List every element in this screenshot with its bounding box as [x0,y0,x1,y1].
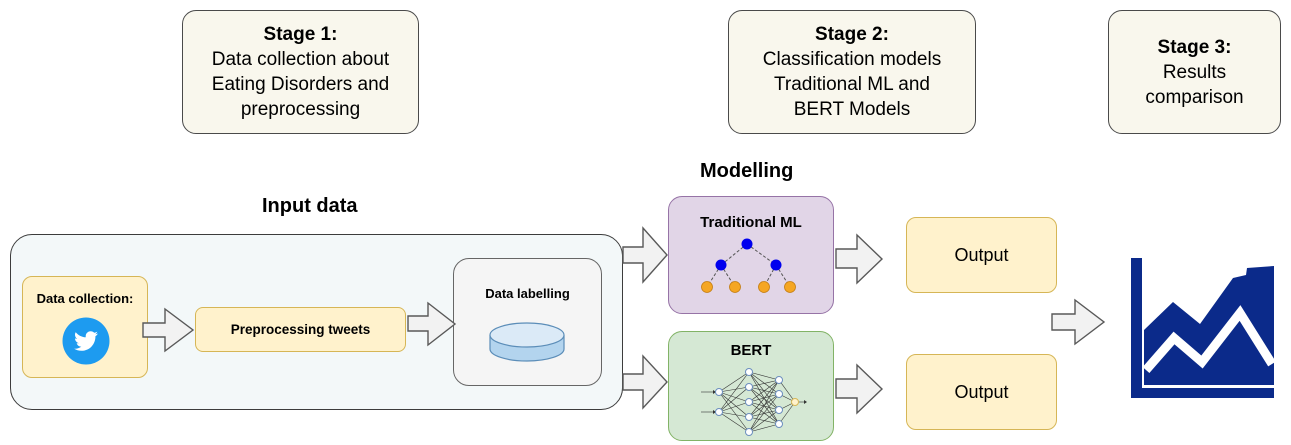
data-labelling-box: Data labelling [453,258,602,386]
stage-3-box: Stage 3: Results comparison [1108,10,1281,134]
output-label: Output [954,381,1009,402]
output-label: Output [954,244,1009,265]
stage-3-line: comparison [1145,86,1244,108]
stage-1-line: Data collection about [211,49,390,70]
bert-box: BERT [668,331,834,441]
stage-1-line: preprocessing [240,99,361,120]
traditional-ml-label: Traditional ML [700,214,802,231]
traditional-ml-box: Traditional ML [668,196,834,314]
arrow-input-to-bert [622,354,668,410]
stage-2-title: Stage 2: [815,24,889,45]
area-chart-icon [1128,258,1276,400]
neural-network-icon [699,366,807,438]
stage-3-line: Results [1162,61,1227,83]
output-box-traditional-ml: Output [906,217,1057,293]
stage-2-box: Stage 2: Classification models Tradition… [728,10,976,134]
data-collection-label: Data collection: [36,291,134,306]
stage-1-title: Stage 1: [263,24,338,45]
stage-2-line: Traditional ML and [774,74,930,95]
input-data-heading: Input data [262,195,358,217]
output-box-bert: Output [906,354,1057,430]
database-disk-icon [487,321,567,365]
stage-1-box: Stage 1: Data collection about Eating Di… [182,10,419,134]
stage-3-title: Stage 3: [1157,36,1232,58]
stage-2-line: Classification models [762,49,942,70]
data-labelling-label: Data labelling [485,286,570,301]
arrow-bert-to-output [835,363,884,415]
preprocessing-box: Preprocessing tweets [195,307,406,352]
bert-label: BERT [730,342,772,359]
stage-1-line: Eating Disorders and [211,74,390,95]
data-collection-box: Data collection: [22,276,148,378]
arrow-preprocessing-to-labelling [407,301,457,347]
stage-2-line: BERT Models [793,99,911,120]
decision-tree-icon [695,235,811,299]
modelling-heading: Modelling [700,160,794,182]
preprocessing-label: Preprocessing tweets [230,322,371,337]
arrow-traditional-ml-to-output [835,233,884,285]
arrow-collection-to-preprocessing [142,307,195,353]
arrow-outputs-to-results [1051,298,1106,346]
twitter-bird-icon [62,317,110,365]
arrow-input-to-traditional-ml [622,226,668,284]
